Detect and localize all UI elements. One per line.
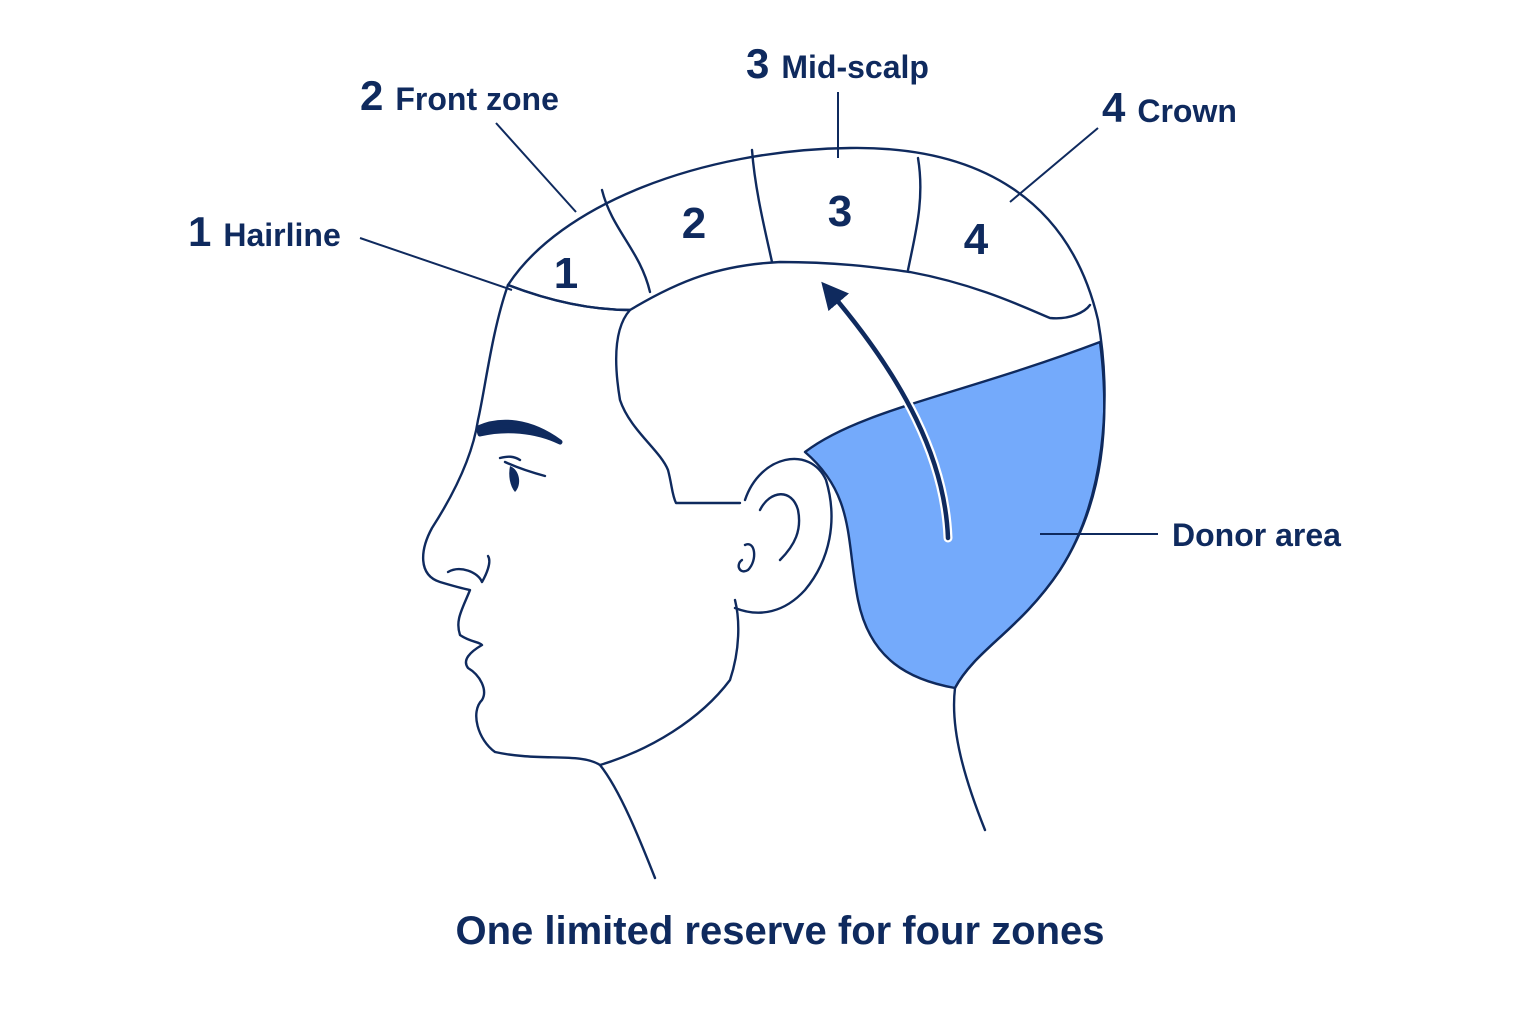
label-crown: 4 Crown — [1102, 84, 1237, 131]
label-mid-scalp-number: 3 — [746, 40, 769, 87]
label-front-zone-text: Front zone — [395, 81, 559, 117]
label-crown-text: Crown — [1137, 93, 1237, 129]
label-hairline-text: Hairline — [223, 217, 340, 253]
scalp-zones — [506, 148, 1092, 320]
label-front-zone-number: 2 — [360, 72, 383, 119]
leader-hairline — [359, 237, 513, 291]
diagram-caption: One limited reserve for four zones — [455, 909, 1104, 953]
leader-front-zone — [495, 122, 577, 213]
zone-1-number: 1 — [554, 249, 578, 298]
zone-4-number: 4 — [964, 215, 989, 264]
label-hairline-number: 1 — [188, 208, 211, 255]
label-donor-area: Donor area — [1172, 517, 1341, 553]
label-crown-number: 4 — [1102, 84, 1126, 131]
label-mid-scalp-text: Mid-scalp — [781, 49, 929, 85]
zone-2-number: 2 — [682, 199, 706, 248]
curved-arrow-up-icon — [821, 281, 953, 543]
zone-3-number: 3 — [828, 187, 852, 236]
label-hairline: 1 Hairline — [188, 208, 341, 255]
donor-area-region — [803, 340, 1106, 690]
leader-crown — [1009, 127, 1099, 203]
label-front-zone: 2 Front zone — [360, 72, 559, 119]
label-mid-scalp: 3 Mid-scalp — [746, 40, 929, 87]
